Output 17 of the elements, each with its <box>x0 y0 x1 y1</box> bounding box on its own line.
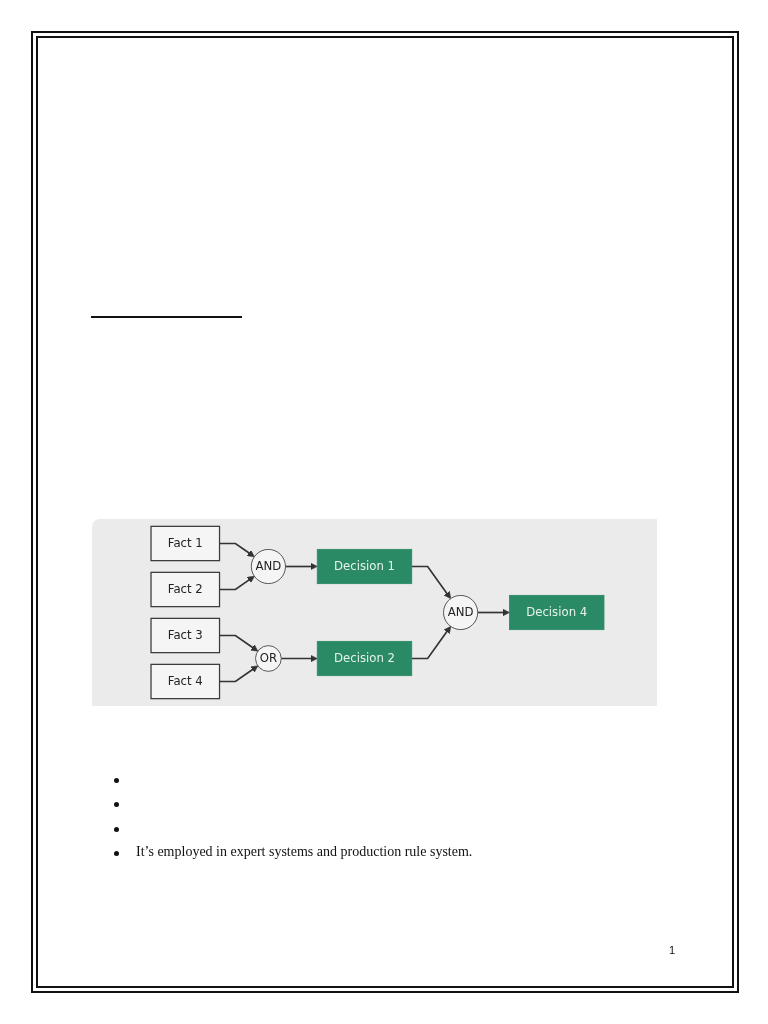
arrow <box>476 608 510 617</box>
decision-box: Decision 1 <box>316 548 413 585</box>
arrow <box>284 562 318 571</box>
gate-circle: AND <box>250 549 286 584</box>
decision-box: Decision 2 <box>316 640 413 677</box>
bullet-text: It’s employed in expert systems and production rule system. <box>136 844 473 860</box>
fact-box: Fact 3 <box>150 617 221 654</box>
arrow <box>410 626 451 660</box>
gate-circle: AND <box>443 595 479 630</box>
arrow <box>280 654 318 663</box>
gate-circle: OR <box>255 645 282 672</box>
fact-box: Fact 4 <box>150 663 221 700</box>
page-number: 1 <box>669 944 676 956</box>
arrow <box>410 565 451 599</box>
fact-box: Fact 1 <box>150 525 221 562</box>
decision-box: Decision 4 <box>509 594 605 631</box>
fact-box: Fact 2 <box>150 571 221 608</box>
